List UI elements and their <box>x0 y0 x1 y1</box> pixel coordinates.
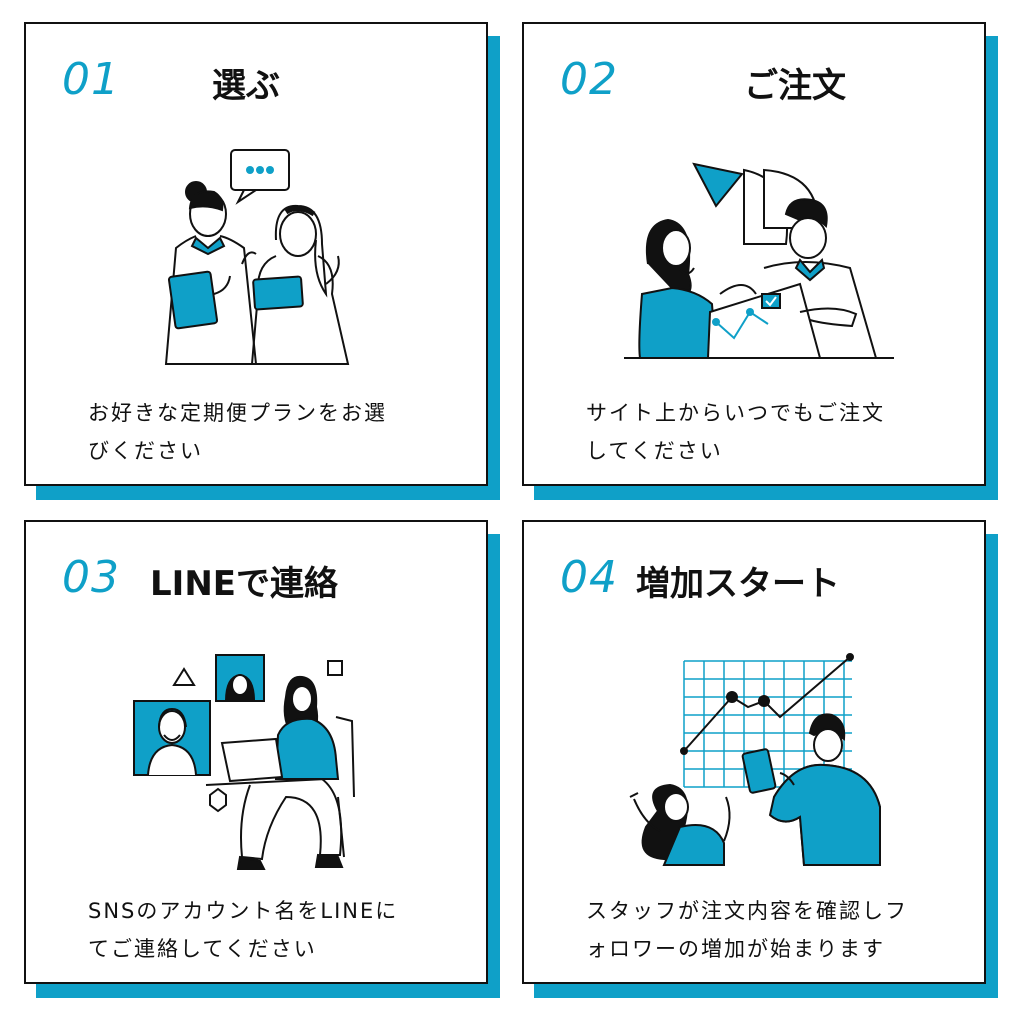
desc-line: ォロワーの増加が始まります <box>586 937 885 961</box>
step-title: LINEで連絡 <box>150 564 338 604</box>
growth-chart-illustration <box>629 653 881 866</box>
two-women-chatting-illustration <box>164 149 350 365</box>
step-description: スタッフが注文内容を確認しフ ォロワーの増加が始まります <box>586 892 936 968</box>
card-body: 02 ご注文 <box>522 22 986 486</box>
step-description: お好きな定期便プランをお選 びください <box>88 394 438 470</box>
card-body: 04 増加スタート <box>522 520 986 984</box>
order-meeting-illustration <box>624 162 894 359</box>
step-number: 01 <box>62 54 120 105</box>
step-description: サイト上からいつでもご注文 してください <box>586 394 936 470</box>
step-card-1: 01 選ぶ <box>24 22 500 500</box>
card-body: 01 選ぶ <box>24 22 488 486</box>
step-card-4: 04 増加スタート <box>522 520 998 998</box>
step-title: ご注文 <box>744 66 846 106</box>
desc-line: してください <box>586 439 723 463</box>
step-title: 選ぶ <box>212 66 280 106</box>
desc-line: SNSのアカウント名をLINEに <box>88 899 399 923</box>
desc-line: スタッフが注文内容を確認しフ <box>586 899 908 923</box>
step-description: SNSのアカウント名をLINEに てご連絡してください <box>88 892 438 968</box>
step-number: 03 <box>62 552 120 603</box>
step-number: 02 <box>560 54 618 105</box>
desc-line: サイト上からいつでもご注文 <box>586 401 885 425</box>
desc-line: お好きな定期便プランをお選 <box>88 401 387 425</box>
video-call-laptop-illustration <box>133 654 355 870</box>
step-number: 04 <box>560 552 618 603</box>
step-card-2: 02 ご注文 <box>522 22 998 500</box>
step-card-3: 03 LINEで連絡 <box>24 520 500 998</box>
step-title: 増加スタート <box>636 564 840 604</box>
card-body: 03 LINEで連絡 <box>24 520 488 984</box>
desc-line: びください <box>88 439 203 463</box>
desc-line: てご連絡してください <box>88 937 317 961</box>
